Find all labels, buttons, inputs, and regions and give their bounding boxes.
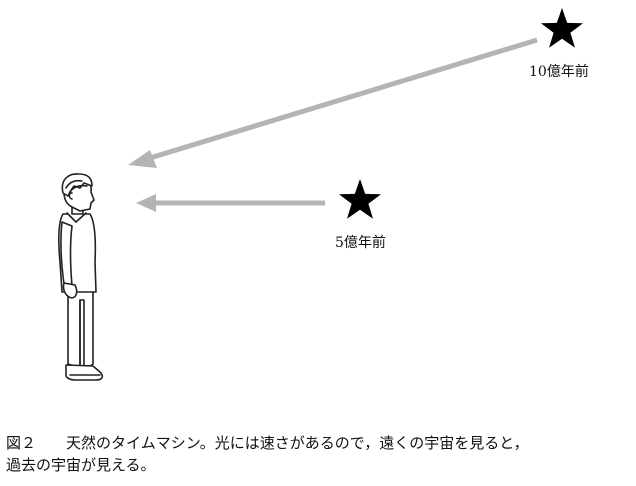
caption-text-1: 天然のタイムマシン。光には速さがあるので，遠くの宇宙を見ると，: [66, 434, 529, 452]
near-star-label: 5億年前: [335, 235, 386, 251]
near-light-arrow: [136, 194, 325, 212]
caption-line-1: 図２ 天然のタイムマシン。光には速さがあるので，遠くの宇宙を見ると，: [6, 432, 632, 454]
figure-caption: 図２ 天然のタイムマシン。光には速さがあるので，遠くの宇宙を見ると， 過去の宇宙が…: [6, 432, 632, 476]
near-star-icon: [339, 179, 381, 219]
caption-figure-number: 図２: [6, 434, 37, 452]
far-star-icon: [541, 8, 583, 48]
far-light-arrow: [128, 37, 538, 168]
person-icon: [57, 173, 104, 381]
caption-line-2: 過去の宇宙が見える。: [6, 456, 156, 474]
diagram-canvas: [57, 8, 583, 381]
far-star-label: 10億年前: [529, 64, 589, 80]
